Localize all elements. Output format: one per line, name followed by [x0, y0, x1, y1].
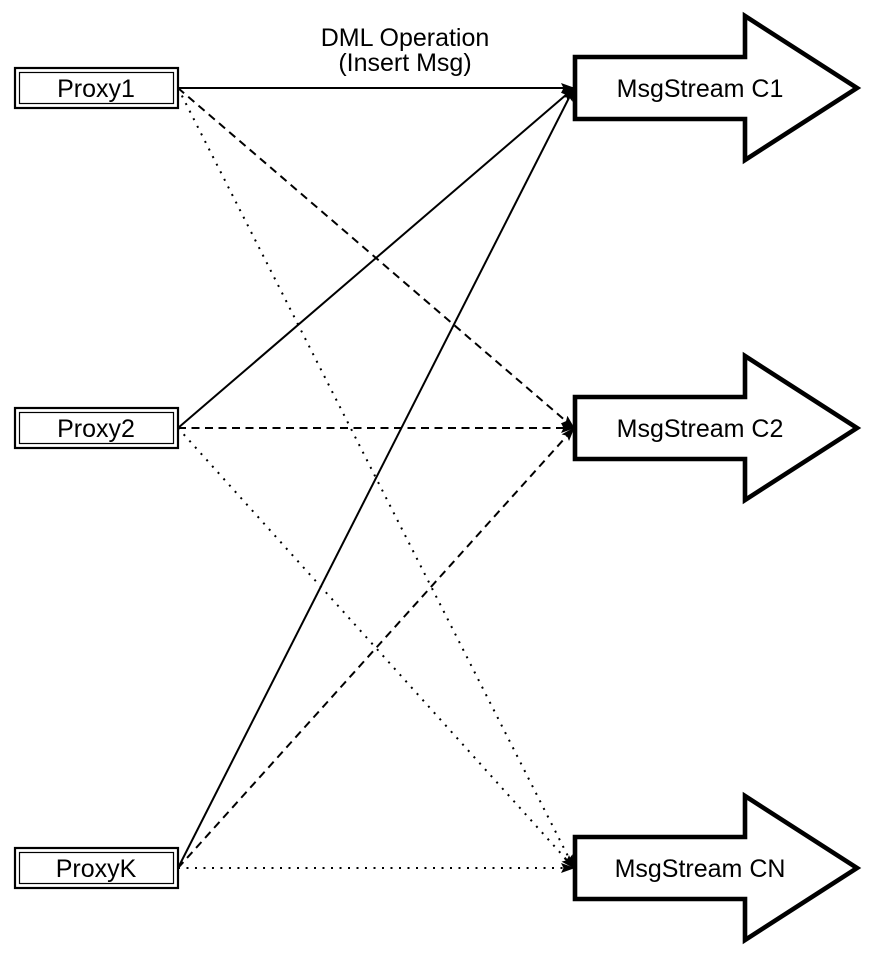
stream-c2-arrow [572, 351, 862, 505]
connection-proxyK-c1-solid [177, 87, 575, 869]
stream-c1: MsgStream C1 [572, 11, 862, 165]
proxyK-label: ProxyK [56, 855, 137, 883]
proxy1-label: Proxy1 [57, 75, 135, 103]
connection-proxy1-cn-dotted [177, 87, 575, 869]
stream-c1-label: MsgStream C1 [617, 75, 784, 103]
annotation: DML Operation (Insert Msg) [321, 24, 490, 77]
connection-proxy2-cn-dotted [177, 427, 575, 869]
stream-c2-label: MsgStream C2 [617, 415, 784, 443]
proxy2-label: Proxy2 [57, 415, 135, 443]
proxy1-box [13, 66, 180, 110]
proxy2-box-inner [18, 411, 175, 445]
proxyK-box-inner [18, 851, 175, 885]
node-proxyK: ProxyK [13, 846, 180, 890]
connection-proxyK-c2-dashed [177, 427, 575, 869]
node-proxy2: Proxy2 [13, 406, 180, 450]
proxy1-box-inner [18, 71, 175, 105]
stream-c1-arrow [572, 11, 862, 165]
annotation-line1: DML Operation [321, 24, 490, 52]
connections-layer [177, 83, 575, 873]
proxyK-box [13, 846, 180, 890]
stream-c2: MsgStream C2 [572, 351, 862, 505]
connection-proxy2-c1-solid [177, 87, 575, 429]
stream-cn-label: MsgStream CN [615, 855, 786, 883]
proxy2-box [13, 406, 180, 450]
node-proxy1: Proxy1 [13, 66, 180, 110]
stream-cn: MsgStream CN [572, 791, 862, 945]
stream-cn-arrow [572, 791, 862, 945]
annotation-line2: (Insert Msg) [338, 49, 471, 77]
